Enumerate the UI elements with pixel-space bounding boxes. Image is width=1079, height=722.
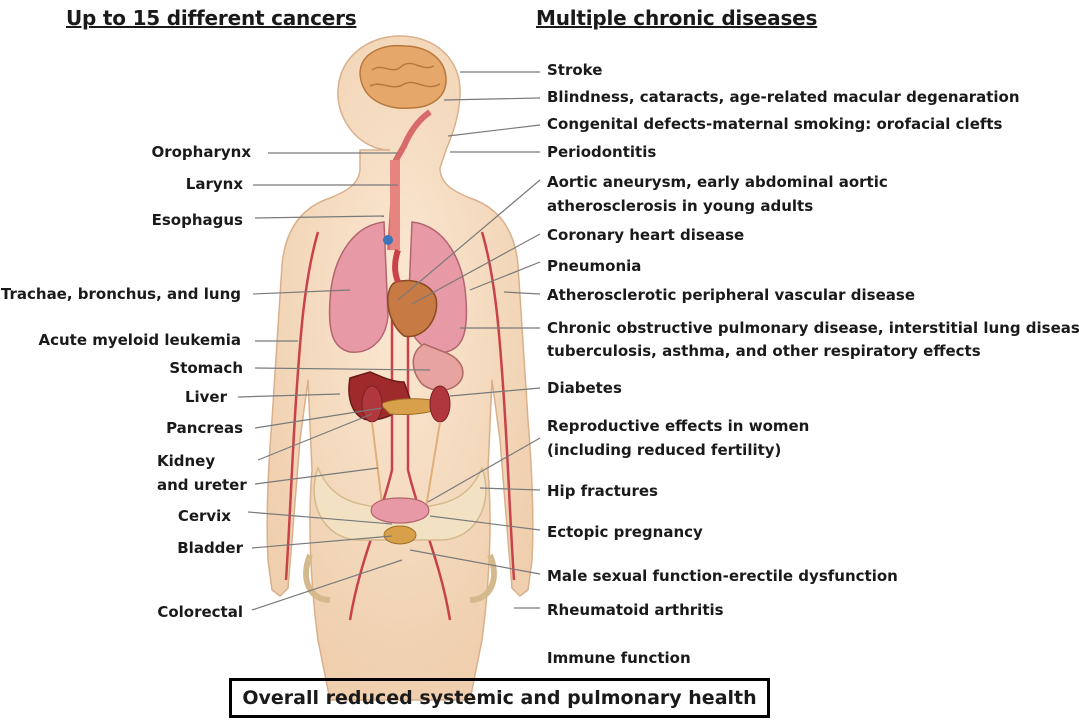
summary-text: Overall reduced systemic and pulmonary h… [242, 687, 756, 709]
disease-label-stroke: Stroke [547, 58, 602, 82]
cancer-label-colorectal: Colorectal [157, 600, 243, 624]
cancer-label-esophagus: Esophagus [152, 208, 243, 232]
cancer-label-kidney: Kidney [157, 449, 215, 473]
cancer-label-liver: Liver [185, 385, 227, 409]
disease-label-ectopic: Ectopic pregnancy [547, 520, 703, 544]
disease-label-reproductive: Reproductive effects in women [547, 414, 809, 438]
disease-label-immune: Immune function [547, 646, 691, 670]
disease-label-atherosclerosis-young: atherosclerosis in young adults [547, 194, 813, 218]
cancer-label-cervix: Cervix [178, 504, 231, 528]
disease-label-rheumatoid: Rheumatoid arthritis [547, 598, 724, 622]
disease-label-erectile: Male sexual function-erectile dysfunctio… [547, 564, 898, 588]
disease-label-periodontitis: Periodontitis [547, 140, 656, 164]
disease-label-respiratory: tuberculosis, asthma, and other respirat… [547, 339, 981, 363]
cancer-label-aml: Acute myeloid leukemia [38, 328, 241, 352]
cancer-label-ureter: and ureter [157, 473, 247, 497]
cancer-label-oropharynx: Oropharynx [151, 140, 251, 164]
summary-box: Overall reduced systemic and pulmonary h… [229, 678, 770, 718]
cancer-label-pancreas: Pancreas [166, 416, 243, 440]
disease-label-coronary: Coronary heart disease [547, 223, 744, 247]
disease-label-hip-fractures: Hip fractures [547, 479, 658, 503]
disease-label-congenital-defects: Congenital defects-maternal smoking: oro… [547, 112, 1003, 136]
disease-label-copd: Chronic obstructive pulmonary disease, i… [547, 316, 1079, 340]
cancer-label-bladder: Bladder [177, 536, 243, 560]
disease-label-aortic-aneurysm: Aortic aneurysm, early abdominal aortic [547, 170, 888, 194]
disease-label-diabetes: Diabetes [547, 376, 622, 400]
disease-label-pvd: Atherosclerotic peripheral vascular dise… [547, 283, 915, 307]
disease-label-pneumonia: Pneumonia [547, 254, 641, 278]
cancer-label-stomach: Stomach [169, 356, 243, 380]
cancer-label-lung: Trachae, bronchus, and lung [1, 282, 241, 306]
brain-icon [360, 46, 446, 109]
disease-label-fertility: (including reduced fertility) [547, 438, 781, 462]
disease-label-blindness: Blindness, cataracts, age-related macula… [547, 85, 1020, 109]
cancer-label-larynx: Larynx [186, 172, 243, 196]
